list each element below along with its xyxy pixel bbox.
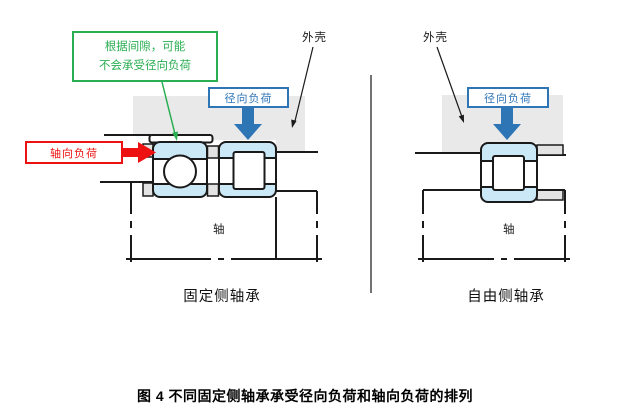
axial-load-arrow xyxy=(122,142,156,163)
shaft-section xyxy=(418,189,570,262)
housing-leader-arrow xyxy=(436,46,464,123)
roller-bearing xyxy=(218,141,277,198)
clearance-note-line1: 根据间隙，可能 xyxy=(104,41,186,54)
spacer-rings xyxy=(536,144,564,201)
housing-label-left: 外壳 xyxy=(302,32,327,44)
housing-leader-arrow xyxy=(291,46,314,128)
figure-caption: 图 4 不同固定侧轴承承受径向负荷和轴向负荷的排列 xyxy=(136,388,474,404)
free-side-bearing-drawing xyxy=(415,46,570,262)
radial-load-label: 径向负荷 xyxy=(484,92,532,105)
radial-load-arrow xyxy=(234,108,262,140)
radial-load-callout-right: 径向负荷 xyxy=(467,87,549,108)
fixed-side-bearing-caption: 固定侧轴承 xyxy=(183,289,261,305)
fixed-side-bearing-drawing xyxy=(100,46,322,262)
housing-section xyxy=(133,96,305,152)
ball-bearing xyxy=(152,141,208,198)
axial-load-label: 轴向负荷 xyxy=(50,147,98,160)
shaft-section xyxy=(100,181,322,262)
radial-load-callout-left: 径向负荷 xyxy=(208,87,289,108)
clearance-note-leader-arrow xyxy=(161,81,178,141)
roller-element xyxy=(232,151,266,190)
clearance-note-line2: 不会承受径向负荷 xyxy=(99,59,191,72)
roller-bearing xyxy=(480,142,538,203)
shaft-label-right: 轴 xyxy=(503,224,516,236)
housing-label-right: 外壳 xyxy=(423,32,448,44)
radial-load-arrow xyxy=(493,108,521,140)
ball-element xyxy=(163,154,197,189)
axial-load-callout: 轴向负荷 xyxy=(25,141,123,164)
clearance-note-callout: 根据间隙，可能 不会承受径向负荷 xyxy=(72,31,218,82)
shaft-label-left: 轴 xyxy=(213,224,226,236)
radial-load-label: 径向负荷 xyxy=(224,92,273,105)
roller-element xyxy=(492,155,525,191)
free-side-bearing-caption: 自由侧轴承 xyxy=(467,289,545,305)
